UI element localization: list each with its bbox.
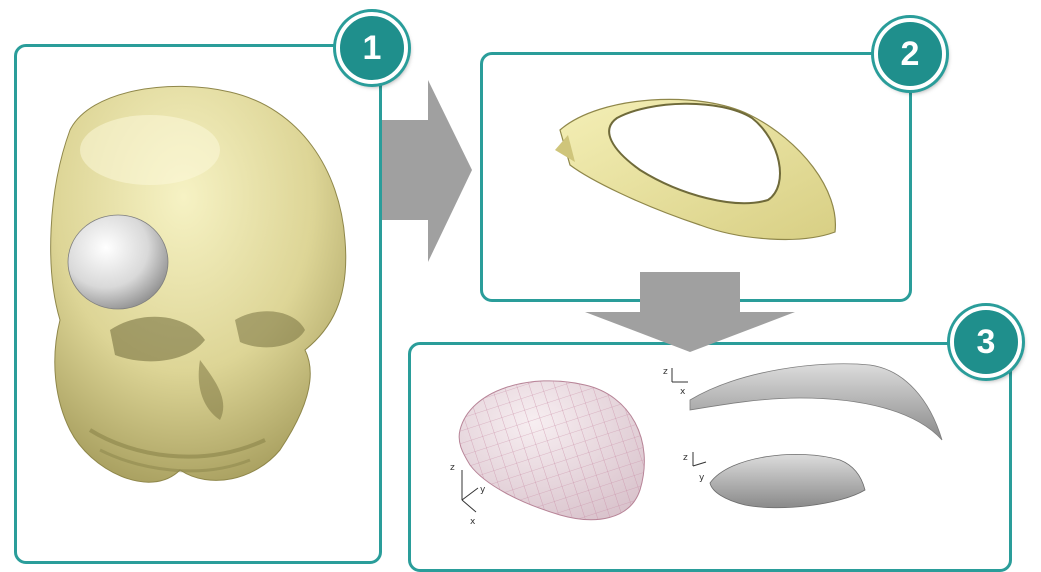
step-3-badge: 3: [950, 306, 1022, 378]
implant-side-view: [690, 364, 942, 440]
axis-z-label-2: z: [663, 367, 668, 377]
bone-ring-model: [555, 99, 835, 239]
axis-y-label: y: [480, 485, 486, 495]
arrow-down: [585, 272, 795, 352]
implant-sphere: [68, 215, 168, 309]
axis-y-label-3: y: [699, 473, 705, 483]
step-1-badge: 1: [336, 12, 408, 84]
axis-x-label: x: [470, 517, 476, 527]
arrow-right: [382, 80, 472, 262]
meshed-implant-surface: [459, 381, 644, 520]
axis-z-label: z: [450, 463, 455, 473]
axis-x-label-2: x: [680, 387, 686, 397]
step-2-badge: 2: [874, 18, 946, 90]
axis-triad-3: z y: [683, 452, 706, 483]
pipeline-graphics: z y x z x z y: [0, 0, 1041, 555]
axis-triad-2: z x: [663, 367, 688, 397]
implant-front-view: [710, 454, 865, 507]
axis-z-label-3: z: [683, 453, 688, 463]
